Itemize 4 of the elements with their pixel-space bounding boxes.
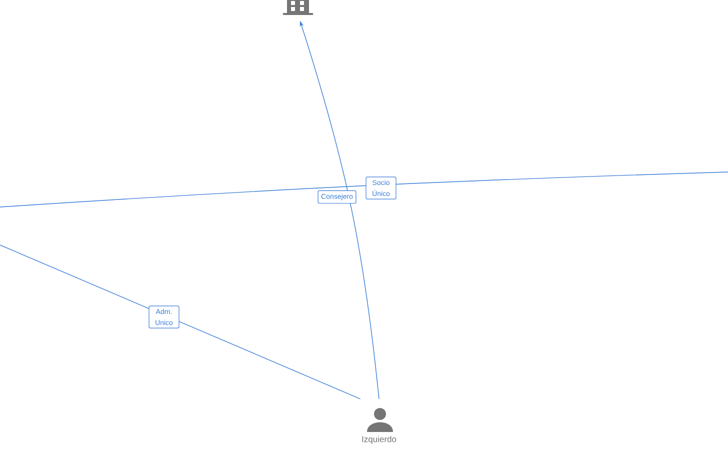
person-name: Izquierdo [362,436,396,444]
connector [0,244,361,400]
person-icon [367,408,393,432]
building-icon [283,0,313,15]
